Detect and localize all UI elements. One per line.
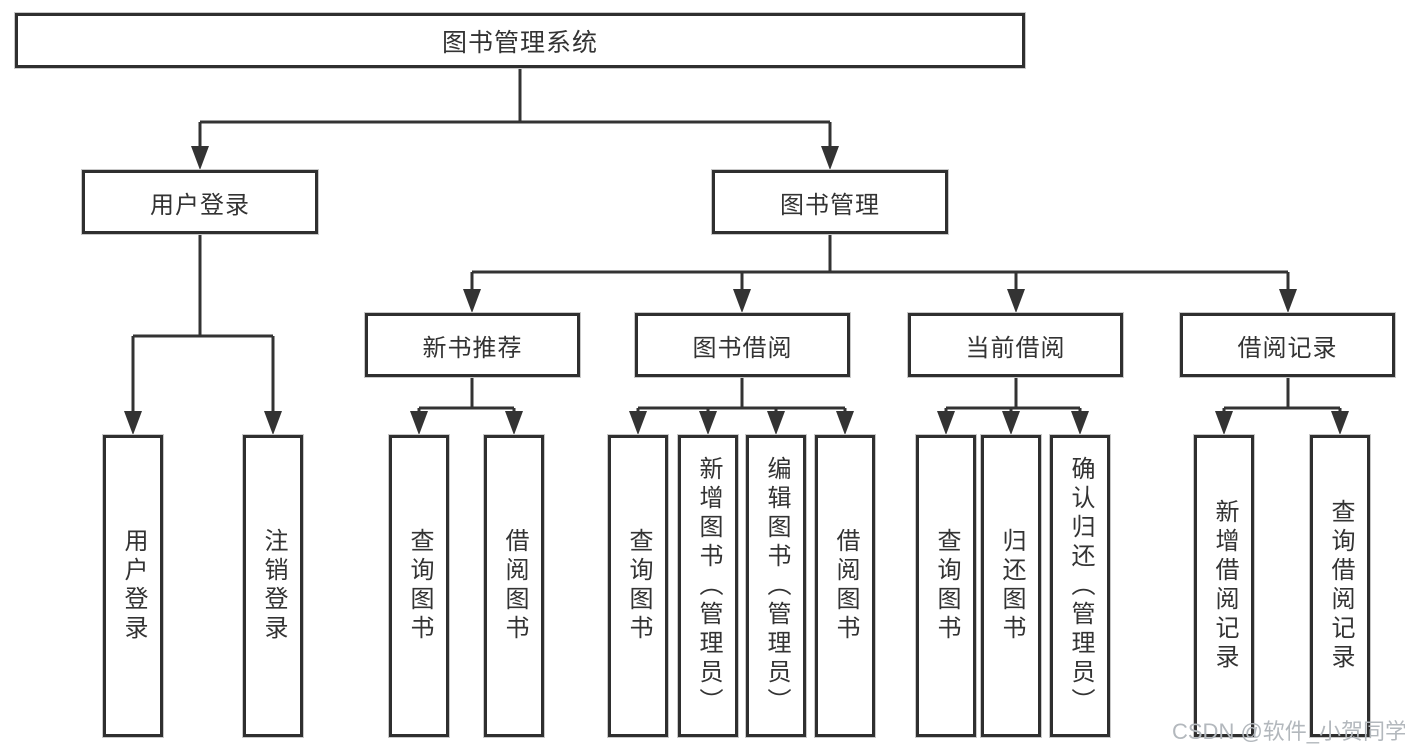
node-add-book-admin: 新增图书（管理员） [678,435,738,737]
node-logout: 注销登录 [243,435,303,737]
node-edit-book-admin: 编辑图书（管理员） [746,435,806,737]
node-user-login-action: 用户登录 [103,435,163,737]
node-return-books: 归还图书 [981,435,1041,737]
node-book-borrowing: 图书借阅 [635,313,850,377]
node-query-borrow-record: 查询借阅记录 [1310,435,1370,737]
node-borrowing-records: 借阅记录 [1180,313,1395,377]
node-library-system: 图书管理系统 [15,13,1025,68]
node-query-books-current: 查询图书 [916,435,976,737]
csdn-watermark: CSDN @软件_小贺同学 [1172,719,1405,744]
node-query-books-recommend: 查询图书 [389,435,449,737]
node-confirm-return-admin: 确认归还（管理员） [1050,435,1110,737]
node-current-borrowing: 当前借阅 [908,313,1123,377]
node-query-books-borrowing: 查询图书 [608,435,668,737]
arrowheads [124,146,1349,435]
node-add-borrow-record: 新增借阅记录 [1194,435,1254,737]
node-borrow-books-recommend: 借阅图书 [484,435,544,737]
node-user-login: 用户登录 [82,170,318,234]
node-new-book-recommend: 新书推荐 [365,313,580,377]
node-book-management: 图书管理 [712,170,948,234]
node-borrow-books: 借阅图书 [815,435,875,737]
